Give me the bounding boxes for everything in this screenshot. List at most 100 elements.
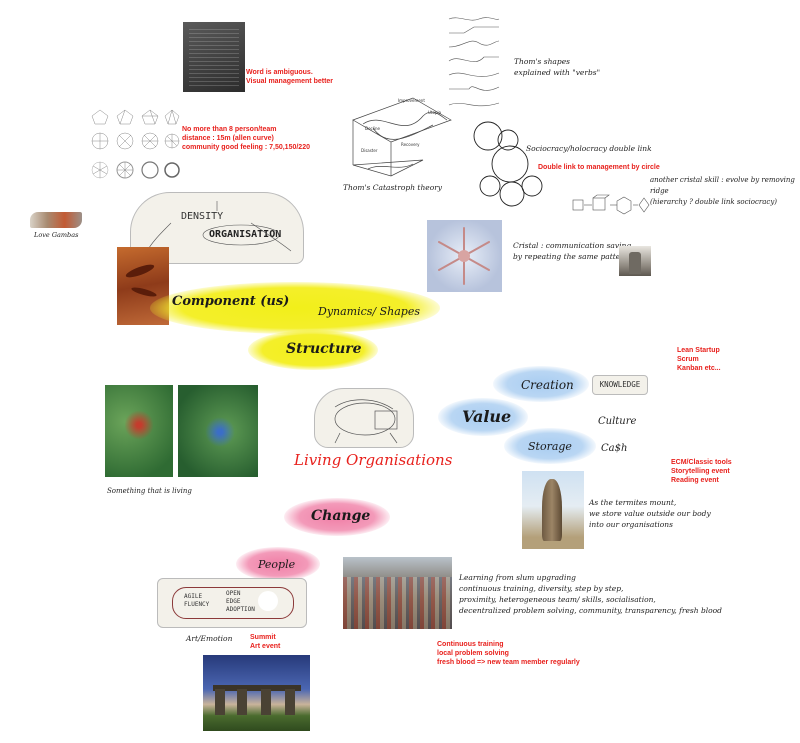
caption-line: explained with "verbs" [514, 68, 601, 77]
component-highlight [150, 282, 440, 334]
note-line: Scrum [677, 356, 699, 363]
caption-line: Cristal : communication saving [513, 241, 632, 250]
living-organisations-sketch [314, 388, 414, 448]
team-size-note: No more than 8 person/team distance : 15… [182, 125, 310, 152]
caption-line: Thom's shapes [514, 57, 570, 66]
note-line: community good feeling : 7,50,150/220 [182, 144, 310, 151]
note-line: Continuous training [437, 641, 504, 648]
note-line: ECM/Classic tools [671, 459, 732, 466]
thom-shapes-caption: Thom's shapes explained with "verbs" [514, 56, 600, 78]
rosetta-stone-image [183, 22, 245, 92]
tower-image [619, 246, 651, 276]
network-diagrams-grid [91, 109, 180, 179]
caption-line: another cristal skill : evolve by removi… [650, 176, 795, 195]
note-line: Storytelling event [671, 468, 730, 475]
catastroph-label: Utopia [428, 110, 442, 115]
creation-highlight [493, 366, 589, 402]
change-label: Change [311, 508, 371, 524]
note-line: Reading event [671, 477, 719, 484]
double-link-note: Double link to management by circle [538, 164, 660, 171]
people-highlight [236, 547, 320, 581]
note-line: No more than 8 person/team [182, 126, 277, 133]
culture-label: Culture [598, 416, 637, 427]
something-living-caption: Something that is living [107, 487, 192, 495]
sociocracy-circles [473, 121, 543, 207]
cash-label: Ca$h [601, 443, 628, 454]
slum-upgrading-caption: Learning from slum upgrading continuous … [459, 572, 722, 616]
summit-note: Summit Art event [250, 633, 280, 651]
note-line: Art event [250, 643, 281, 650]
organisation-sketch: DENSITY ORGANISATION [130, 192, 304, 264]
termites-caption: As the termites mount, we store value ou… [589, 497, 711, 530]
thom-shapes-sketch [448, 17, 500, 107]
note-line: Visual management better [246, 78, 334, 85]
open-edge-text: OPEN EDGE ADOPTION [226, 590, 255, 614]
agile-text: AGILE FLUENCY [184, 593, 209, 609]
stonehenge-image [203, 655, 310, 731]
note-line: distance : 15m (allen curve) [182, 135, 274, 142]
caption-line: into our organisations [589, 520, 673, 529]
caption-line: we store value outside our body [589, 509, 711, 518]
lean-methods-note: Lean Startup Scrum Kanban etc... [677, 346, 721, 373]
sketch-line: EDGE [226, 598, 241, 605]
note-line: Kanban etc... [677, 365, 721, 372]
sketch-density-label: DENSITY [181, 211, 224, 222]
caption-line: Learning from slum upgrading [459, 573, 576, 582]
sketch-line: FLUENCY [184, 601, 210, 608]
word-ambiguous-note: Word is ambiguous. Visual management bet… [246, 68, 333, 86]
caption-line: decentralized problem solving, community… [459, 606, 722, 615]
sketch-line: ADOPTION [226, 606, 255, 613]
people-label: People [258, 558, 296, 571]
sociocracy-caption: Sociocracy/holocracy double link [526, 144, 652, 153]
knowledge-label: KNOWLEDGE [599, 380, 641, 389]
note-line: fresh blood => new team member regularly [437, 659, 580, 666]
cristal-shapes-diagram [572, 194, 650, 215]
sketch-organisation-label: ORGANISATION [209, 229, 282, 240]
slum-photo [343, 557, 452, 629]
value-label: Value [462, 407, 512, 426]
note-line: Summit [250, 634, 276, 641]
snowflake-image [427, 220, 502, 292]
note-line: local problem solving [437, 650, 509, 657]
catastroph-label: Decline [365, 126, 380, 131]
note-line: Word is ambiguous. [246, 69, 313, 76]
note-line: Lean Startup [677, 347, 720, 354]
gambas-image [30, 212, 82, 228]
value-highlight [438, 398, 528, 436]
crowd-photo-right [178, 385, 258, 477]
component-label: Component (us) [172, 294, 290, 309]
change-highlight [284, 498, 390, 536]
art-emotion-caption: Art/Emotion [186, 634, 233, 643]
cristal-communication-caption: Cristal : communication saving by repeat… [513, 240, 631, 262]
living-organisations-title: Living Organisations [294, 451, 453, 469]
caption-line: proximity, heterogeneous team/ skills, s… [459, 595, 656, 604]
agile-sketch: AGILE FLUENCY OPEN EDGE ADOPTION [157, 578, 307, 628]
termite-mound-image [522, 471, 584, 549]
dynamics-label: Dynamics/ Shapes [318, 305, 421, 318]
structure-highlight [248, 330, 378, 370]
continuous-training-note: Continuous training local problem solvin… [437, 640, 580, 667]
structure-label: Structure [286, 341, 362, 357]
ecm-tools-note: ECM/Classic tools Storytelling event Rea… [671, 458, 732, 485]
catastroph-label: Recovery [401, 142, 420, 147]
caption-line: As the termites mount, [589, 498, 677, 507]
sketch-hole [258, 591, 278, 611]
caption-line: continuous training, diversity, step by … [459, 584, 624, 593]
storage-highlight [504, 428, 596, 464]
caption-line: by repeating the same pattern. [513, 252, 632, 261]
catastroph-theory-diagram: Improvement Utopia Decline Disaster Reco… [352, 97, 452, 177]
sketch-line: AGILE [184, 593, 203, 600]
knowledge-sketch: KNOWLEDGE [592, 375, 648, 395]
cristal-skill-caption: another cristal skill : evolve by removi… [650, 175, 800, 208]
creation-label: Creation [521, 378, 574, 392]
caption-line: (hierarchy ? double link sociocracy) [650, 198, 778, 206]
sketch-line: OPEN [226, 590, 241, 597]
catastroph-label: Disaster [361, 148, 378, 153]
storage-label: Storage [528, 440, 572, 453]
love-gambas-caption: Love Gambas [34, 231, 79, 239]
crowd-photo-left [105, 385, 173, 477]
thom-catastroph-caption: Thom's Catastroph theory [343, 183, 443, 192]
living-sketch-lines [334, 399, 398, 444]
agile-frame [172, 587, 294, 619]
catastroph-label: Improvement [398, 98, 425, 103]
